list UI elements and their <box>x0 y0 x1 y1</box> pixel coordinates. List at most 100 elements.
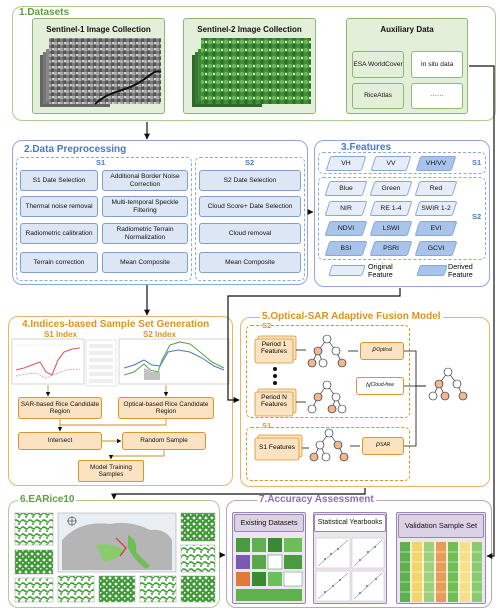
features-section <box>314 140 490 287</box>
tree-period1 <box>307 334 347 368</box>
periodN-stack <box>254 388 297 417</box>
feature-vh-vv: VH/VV <box>418 156 454 171</box>
training-samples: Model Training Samples <box>78 460 144 482</box>
features-s1-label: S1 <box>472 158 482 167</box>
s2-step-cloud-score: Cloud Score+ Date Selection <box>199 196 301 217</box>
earice-title: 6.EARice10 <box>18 494 77 505</box>
aux-data-label: Auxiliary Data <box>380 25 434 34</box>
preprocessing-s1-label: S1 <box>96 158 106 167</box>
arrow-random-training <box>108 450 165 460</box>
s1-step-border-noise: Additional Border Noise Correction <box>102 170 188 191</box>
sampling-section <box>8 316 233 486</box>
features-s2-group <box>318 177 486 260</box>
accuracy-title: 7.Accuracy Assessment <box>257 494 376 505</box>
aux-item-more: ······ <box>411 83 463 109</box>
s2-collection-label: Sentinel-2 Image Collection <box>197 25 302 34</box>
arrow-opt-intersect <box>60 419 167 426</box>
earice-tile <box>180 544 216 573</box>
preprocessing-s2-group <box>195 157 305 281</box>
preprocessing-section <box>12 140 308 285</box>
s1-index-label: S1 Index <box>44 330 77 339</box>
s1-step-speckle: Multi-temporal Speckle Filtering <box>102 196 188 217</box>
p-optical-subscript: Optical <box>376 347 392 354</box>
earice-tile <box>14 512 54 546</box>
existing-datasets-header: Existing Datasets <box>234 514 304 532</box>
tree-periodN <box>307 380 347 414</box>
fusion-s2-label: S2 <box>262 321 272 330</box>
period1-features-label: Period 1 Features <box>260 341 288 356</box>
feature-gcvi: GCVI <box>417 241 455 256</box>
intersect-box: Intersect <box>18 432 102 450</box>
period1-stack <box>254 335 297 364</box>
earice-tile <box>14 577 54 603</box>
feature-blue: Blue <box>327 181 365 196</box>
existing-datasets-thumbnails <box>236 538 303 601</box>
s1-step-terrain-correction: Terrain correction <box>20 252 98 273</box>
yearbooks-header: Statistical Yearbooks <box>314 514 386 532</box>
validation-header: Validation Sample Set <box>398 514 484 538</box>
sampling-title: 4.Indices-based Sample Set Generation <box>22 319 210 330</box>
preprocessing-title: 2.Data Preprocessing <box>24 144 127 155</box>
feature-lswi: LSWI <box>372 221 410 236</box>
s1-step-mean-composite: Mean Composite <box>102 252 188 273</box>
s2-image-stack <box>192 38 311 107</box>
aux-item-riceatlas: RiceAtlas <box>352 83 404 109</box>
s2-step-cloud-removal: Cloud removal <box>199 223 301 244</box>
earice-tile <box>180 575 216 603</box>
ellipsis-dot <box>273 381 277 385</box>
arrow-fusion-earice <box>111 488 366 500</box>
p-sar-symbol: P <box>375 442 380 450</box>
p-optical-symbol: P <box>372 347 377 355</box>
datasets-section <box>12 6 496 121</box>
fusion-s2-group <box>246 325 410 418</box>
earice-tile <box>180 512 216 542</box>
east-asia-map <box>57 512 177 573</box>
earice-tile <box>98 575 136 603</box>
s2-step-mean-composite: Mean Composite <box>199 252 301 273</box>
s1-step-terrain-norm: Radiometric Terrain Normalization <box>102 223 188 244</box>
feature-green: Green <box>372 181 410 196</box>
feature-ndvi: NDVI <box>327 221 365 236</box>
arrow-aux-accuracy <box>469 65 495 559</box>
s2-index-label: S2 Index <box>143 330 176 339</box>
feature-vv: VV <box>373 156 409 171</box>
feature-evi: EVI <box>417 221 455 236</box>
tree-s1 <box>309 428 349 462</box>
p-sar-subscript: SAR <box>379 442 391 449</box>
arrow-sar-fuse <box>404 386 417 447</box>
earice-tile <box>139 575 177 603</box>
fusion-s1-label: S1 <box>262 421 272 430</box>
s1-step-radiometric-cal: Radiometric calibration <box>20 223 98 244</box>
legend-derived-label: Derived Feature <box>448 262 473 280</box>
feature-nir: NIR <box>327 201 365 216</box>
s1-collection-label: Sentinel-1 Image Collection <box>46 25 151 34</box>
validation-heatmap <box>400 542 482 602</box>
s1-step-date-selection: S1 Date Selection <box>20 170 98 191</box>
datasets-title: 1.Datasets <box>19 7 70 18</box>
preprocessing-s2-label: S2 <box>245 158 255 167</box>
tree-final <box>428 367 468 401</box>
legend-original-label: Original Feature <box>368 262 393 280</box>
arrow-features-fusion <box>227 288 401 403</box>
yearbooks-scatter-plots <box>315 537 385 602</box>
s2-step-date-selection: S2 Date Selection <box>199 170 301 191</box>
feature-psri: PSRI <box>372 241 410 256</box>
s1-index-legend <box>85 339 117 387</box>
n-cloudfree-symbol: N <box>366 382 371 390</box>
earice-tile <box>57 575 95 603</box>
feature-re: RE 1-4 <box>372 201 410 216</box>
earice-section <box>8 500 220 608</box>
s1-step-thermal-noise: Thermal noise removal <box>20 196 98 217</box>
feature-vh: VH <box>328 156 364 171</box>
aux-item-insitu: In situ data <box>411 51 463 78</box>
feature-red: Red <box>417 181 455 196</box>
s1-features-label: S1 Features <box>259 444 295 451</box>
